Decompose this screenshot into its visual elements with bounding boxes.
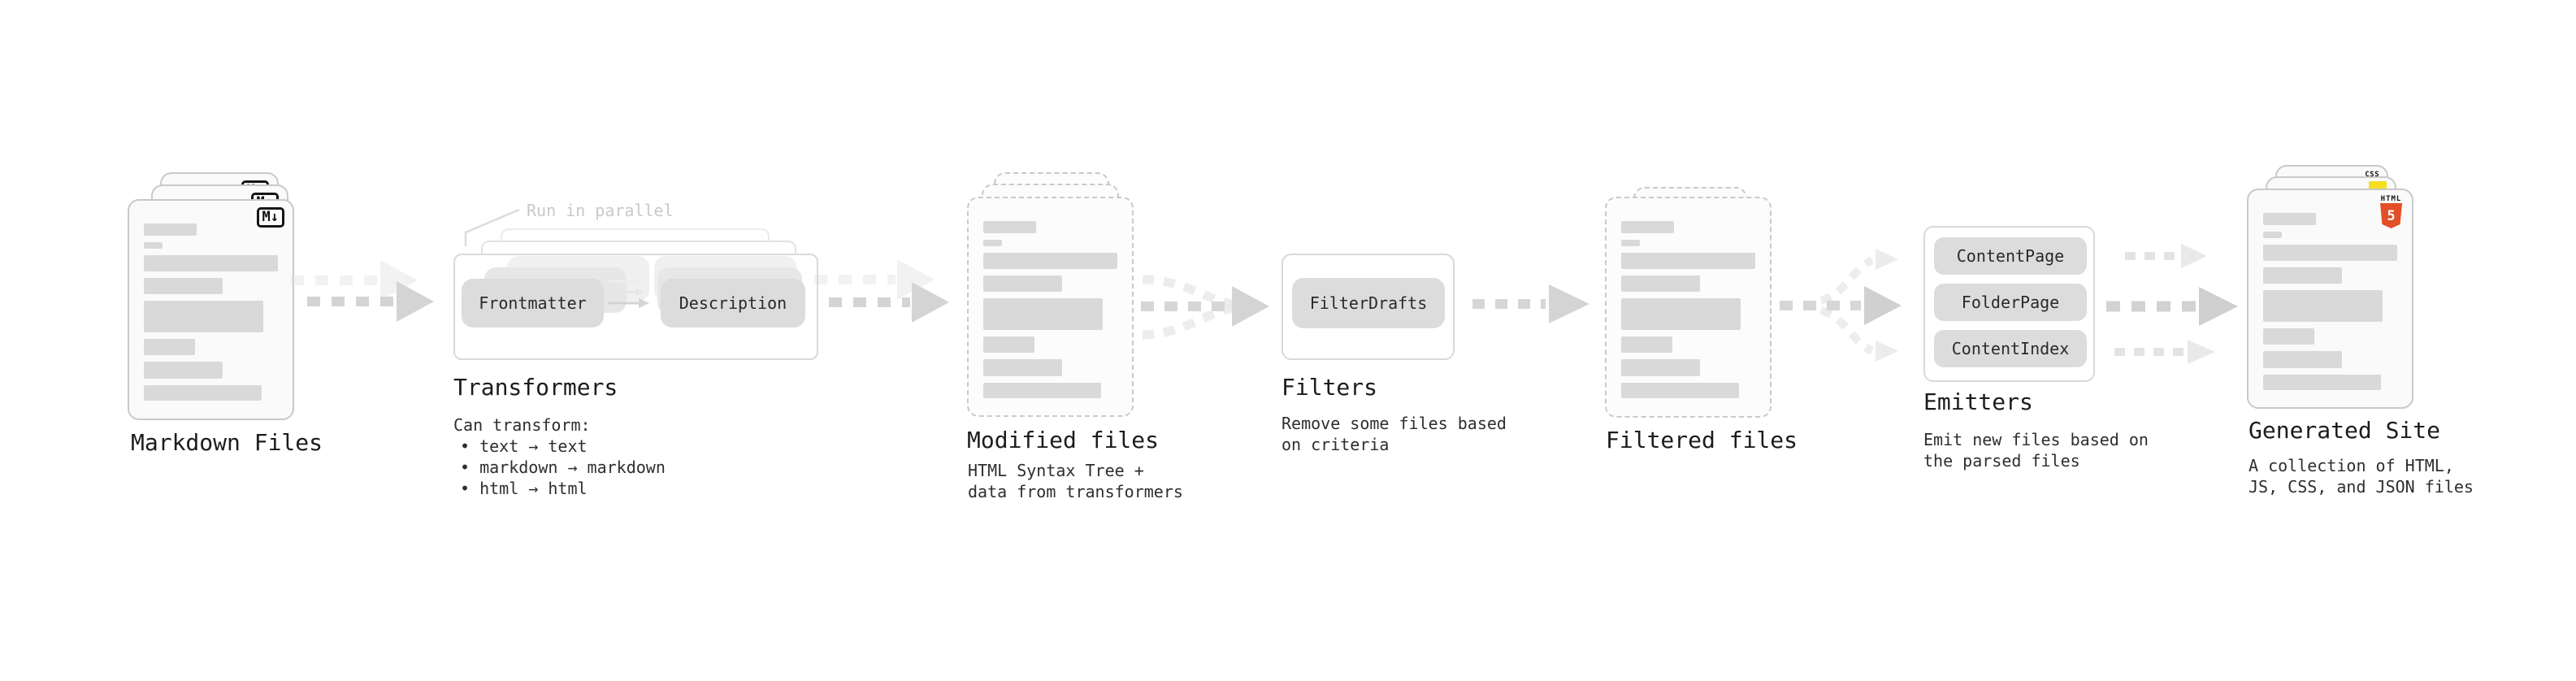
doc-text-bar [983,253,1117,269]
transformers-bullet: • html → html [460,479,588,498]
flow-arrow-icon [1472,284,1589,323]
doc-text-bar [2263,267,2342,284]
doc-text-bars [144,223,278,407]
transformers-bullet: • text → text [460,436,588,456]
flow-arrow-icon [814,259,949,323]
flow-arrow-icon [2125,244,2207,268]
doc-text-bar [144,339,195,355]
doc-text-bar [2263,232,2282,238]
doc-text-bar [1621,240,1640,246]
markdown-files-label: Markdown Files [131,429,323,456]
transformer-pill-frontmatter: Frontmatter [462,279,604,327]
doc-text-bar [983,240,1002,246]
generated-site-label: Generated Site [2249,417,2441,444]
modified-files-label: Modified files [967,427,1160,453]
doc-text-bars [2263,213,2397,396]
flow-arrow-icon [291,260,434,322]
flow-arrow-icon [2106,287,2238,326]
html5-icon: HTML 5 [2380,195,2402,228]
diverge-arrow-icon [1780,249,1902,362]
emitter-pill: ContentPage [1934,237,2087,275]
doc-text-bar [144,278,223,294]
doc-text-bar [1621,359,1700,376]
file-sheet: M↓ [128,199,294,420]
doc-text-bar [2263,245,2397,261]
doc-text-bar [2263,375,2381,390]
filtered-files-label: Filtered files [1606,427,1798,453]
ghost-arrow-icon [814,259,935,300]
doc-text-bar [144,242,163,249]
doc-text-bar [983,298,1103,330]
doc-text-bar [144,362,223,379]
transformers-desc-title: Can transform: [453,415,591,435]
transformers-label: Transformers [453,374,618,401]
doc-text-bar [144,385,262,401]
file-sheet [1605,197,1772,418]
emitter-pill: ContentIndex [1934,330,2087,367]
doc-text-bar [1621,253,1755,269]
desc-line: JS, CSS, and JSON files [2249,477,2474,497]
file-sheet [967,197,1134,417]
doc-text-bars [983,221,1117,404]
doc-text-bar [983,336,1034,353]
filters-label: Filters [1281,374,1378,401]
doc-text-bar [983,221,1036,233]
mini-flow-arrows-icon [608,277,649,308]
doc-text-bar [983,275,1062,292]
doc-text-bar [144,301,263,332]
doc-text-bar [2263,213,2316,225]
html5-icon-shield: 5 [2380,203,2402,228]
transformers-bullet: • markdown → markdown [460,458,666,477]
desc-line: data from transformers [968,482,1183,501]
doc-text-bar [1621,298,1741,330]
doc-text-bar [1621,336,1672,353]
doc-text-bar [1621,275,1700,292]
doc-text-bar [144,223,197,236]
html5-icon-text: HTML [2380,195,2402,203]
doc-text-bar [2263,351,2342,368]
emitter-pill: FolderPage [1934,284,2087,321]
desc-line: the parsed files [1923,451,2080,471]
doc-text-bar [144,255,278,271]
markdown-icon: M↓ [256,207,284,228]
desc-line: on criteria [1281,435,1390,454]
desc-line: A collection of HTML, [2249,456,2454,475]
flow-arrow-icon [2114,340,2215,364]
converge-arrow-icon [1141,275,1269,340]
emitters-label: Emitters [1923,388,2033,415]
run-in-parallel-note: Run in parallel [527,201,674,220]
doc-text-bar [1621,383,1739,398]
doc-text-bar [2263,290,2383,322]
doc-text-bar [983,383,1101,398]
doc-text-bar [2263,328,2314,345]
file-sheet: HTML 5 [2247,189,2413,409]
doc-text-bar [1621,221,1674,233]
filter-pill: FilterDrafts [1292,278,1445,328]
desc-line: Remove some files based [1281,414,1507,433]
doc-text-bar [983,359,1062,376]
note-bracket-icon [464,208,520,246]
doc-text-bars [1621,221,1755,405]
desc-line: Emit new files based on [1923,430,2149,449]
ghost-arrow-icon [291,260,418,301]
transformer-pill-description: Description [661,279,805,327]
desc-line: HTML Syntax Tree + [968,461,1144,480]
